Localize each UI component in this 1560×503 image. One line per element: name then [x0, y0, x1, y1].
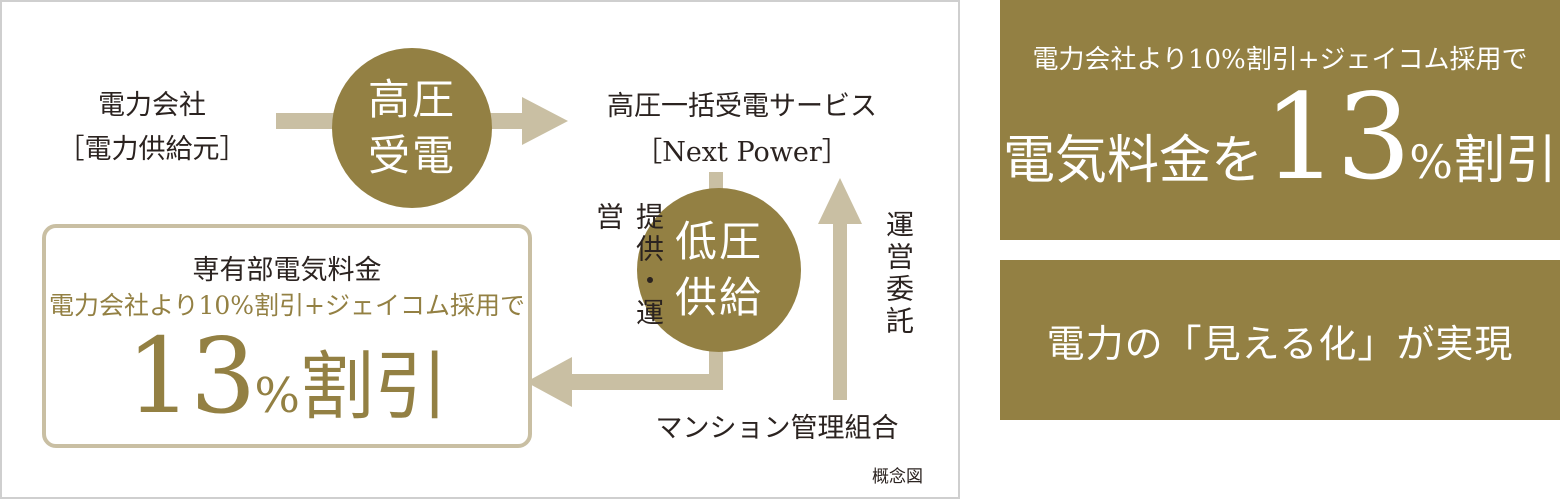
- low-voltage-line2: 供給: [674, 273, 763, 322]
- low-voltage-node: 低圧 供給: [637, 188, 801, 352]
- supplier-label: 電力会社 ［電力供給元］: [52, 84, 252, 172]
- box-discount-number: 13: [126, 315, 256, 437]
- low-voltage-line1: 低圧: [674, 217, 763, 266]
- diagram-frame: 電力会社 ［電力供給元］ 高圧 受電 高圧一括受電サービス ［Next Powe…: [0, 0, 960, 499]
- service-name: 高圧一括受電サービス: [607, 91, 877, 122]
- panel-prefix: 電気料金を: [1003, 130, 1264, 191]
- operation-outsourcing-label: 運営委託: [882, 210, 915, 338]
- panel-suffix: 割引: [1452, 130, 1557, 191]
- box-discount: 13%割引: [46, 324, 528, 434]
- box-title: 専有部電気料金: [192, 255, 382, 286]
- panel-headline: 電気料金を13%割引: [1003, 78, 1557, 196]
- supplier-role: ［電力供給元］: [57, 134, 247, 165]
- service-label: 高圧一括受電サービス ［Next Power］: [592, 84, 892, 176]
- visualization-text: 電力の「見える化」が実現: [1046, 321, 1514, 366]
- panel-percent: %: [1409, 134, 1453, 189]
- concept-diagram-note: 概念図: [872, 467, 923, 487]
- visualization-panel: 電力の「見える化」が実現: [1000, 260, 1560, 420]
- box-discount-percent: %: [254, 368, 300, 424]
- provide-operate-label: 提供・運営: [592, 202, 665, 330]
- high-voltage-node: 高圧 受電: [332, 48, 492, 208]
- high-voltage-line1: 高圧: [367, 75, 456, 124]
- panel-number: 13: [1263, 67, 1411, 206]
- service-brand: ［Next Power］: [635, 137, 849, 168]
- arrow-up-icon: [818, 178, 862, 400]
- box-discount-suffix: 割引: [299, 344, 448, 430]
- discount-result-box: 専有部電気料金 電力会社より10%割引+ジェイコム採用で 13%割引: [42, 224, 532, 448]
- management-association-label: マンション管理組合: [655, 413, 899, 444]
- panel-subtitle: 電力会社より10%割引+ジェイコム採用で: [1032, 44, 1528, 75]
- high-voltage-line2: 受電: [367, 131, 456, 180]
- box-subtitle: 電力会社より10%割引+ジェイコム採用で: [48, 291, 525, 320]
- supplier-name: 電力会社: [98, 90, 206, 121]
- discount-panel: 電力会社より10%割引+ジェイコム採用で 電気料金を13%割引: [1000, 0, 1560, 240]
